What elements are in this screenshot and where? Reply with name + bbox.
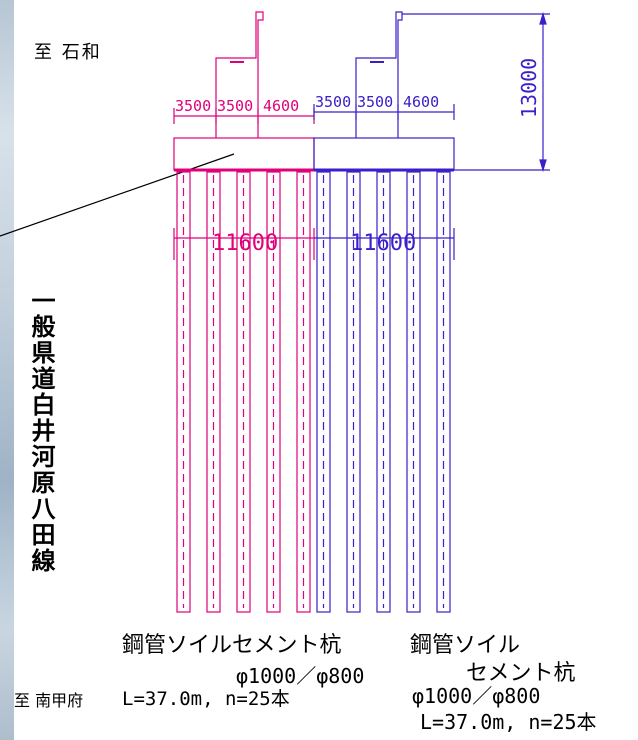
pile: [176, 171, 191, 613]
blue-width-label: 11600: [350, 231, 416, 256]
pile: [266, 171, 281, 613]
blue-pile-cap: [313, 137, 455, 171]
leader-line: [0, 153, 235, 237]
direction-label-south: 至 南甲府: [14, 691, 84, 710]
background-photo-strip: [0, 0, 14, 740]
pink-span-3: 4600: [263, 97, 299, 115]
pile: [206, 171, 221, 613]
pile-left-caption-line2: φ1000／φ800: [236, 664, 365, 688]
pile-left-caption-line1: 鋼管ソイルセメント杭: [122, 633, 342, 658]
pile: [436, 171, 451, 613]
pile-right-caption-line2: セメント杭: [466, 661, 576, 686]
blue-span-3: 4600: [403, 93, 439, 111]
pile-left-caption-line3: L=37.0m, n=25本: [122, 688, 290, 710]
pile-right-caption-line4: L=37.0m, n=25本: [420, 710, 597, 734]
pink-column: [215, 11, 264, 138]
blue-piles: [316, 171, 451, 613]
pink-span-1: 3500: [175, 97, 211, 115]
pile: [316, 171, 331, 613]
blue-pier: [313, 11, 550, 613]
blue-span-2: 3500: [357, 93, 393, 111]
pile: [406, 171, 421, 613]
pile: [236, 171, 251, 613]
height-label: 13000: [517, 58, 541, 118]
pile-right-caption-line1: 鋼管ソイル: [410, 633, 521, 658]
pink-width-label: 11600: [212, 231, 278, 256]
blue-span-1: 3500: [315, 93, 351, 111]
pink-pier: [173, 11, 315, 613]
pink-span-2: 3500: [217, 97, 253, 115]
left-panel: [14, 0, 112, 740]
pile-right-caption-line3: φ1000／φ800: [412, 684, 541, 708]
direction-label-north: 至 石和: [34, 42, 102, 63]
pile: [376, 171, 391, 613]
pile: [346, 171, 361, 613]
pink-pile-cap: [173, 137, 315, 171]
blue-column: [355, 11, 403, 138]
pile: [296, 171, 311, 613]
pink-piles: [176, 171, 311, 613]
road-name-label: 一般県道白井河原八田線: [27, 288, 55, 574]
